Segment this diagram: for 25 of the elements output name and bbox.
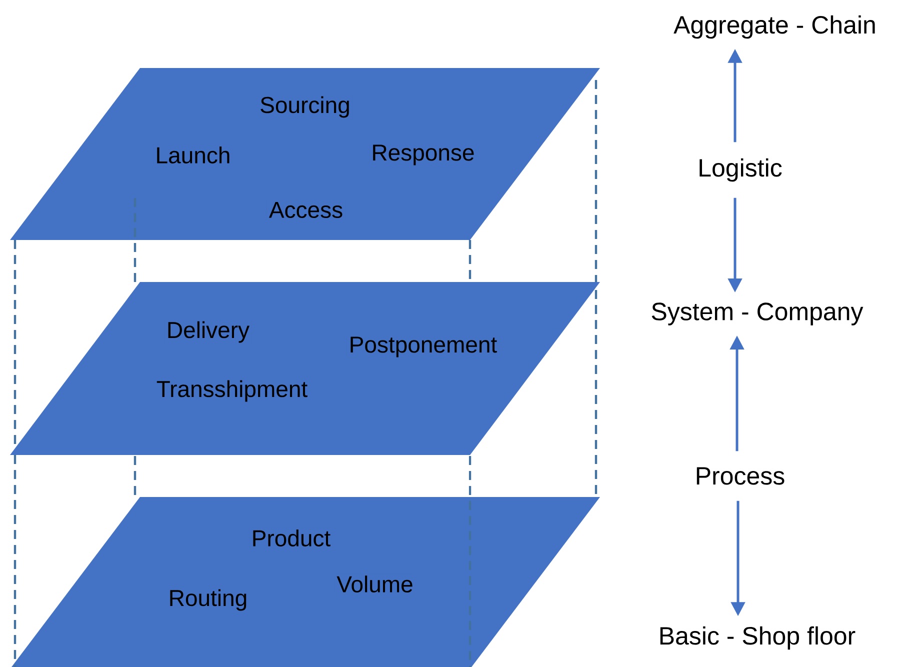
plane-label: Postponement	[346, 334, 500, 360]
plane-label: Access	[266, 200, 346, 220]
projection-line	[14, 455, 16, 667]
plane	[10, 282, 600, 455]
plane-label: Volume	[334, 574, 416, 594]
projection-line	[594, 80, 598, 282]
projection-line	[468, 456, 472, 667]
plane-label: Response	[369, 142, 477, 168]
plane-label: Transshipment	[154, 378, 310, 404]
plane	[10, 68, 600, 240]
projection-line	[468, 240, 472, 282]
plane-label: Delivery	[164, 319, 252, 345]
level-label: Aggregate - Chain	[674, 15, 875, 39]
plane-label: Launch	[153, 144, 233, 166]
level-label: Logistic	[700, 158, 782, 182]
plane-label: Sourcing	[258, 94, 352, 120]
level-label: Process	[696, 467, 784, 485]
plane-label: Routing	[166, 587, 250, 613]
level-label: System - Company	[652, 302, 864, 326]
plane	[10, 497, 600, 667]
plane-label: Product	[249, 528, 333, 548]
projection-line	[594, 290, 598, 497]
projection-line	[14, 240, 16, 446]
projection-line	[134, 456, 136, 497]
level-label: Basic - Shop floor	[660, 626, 856, 650]
